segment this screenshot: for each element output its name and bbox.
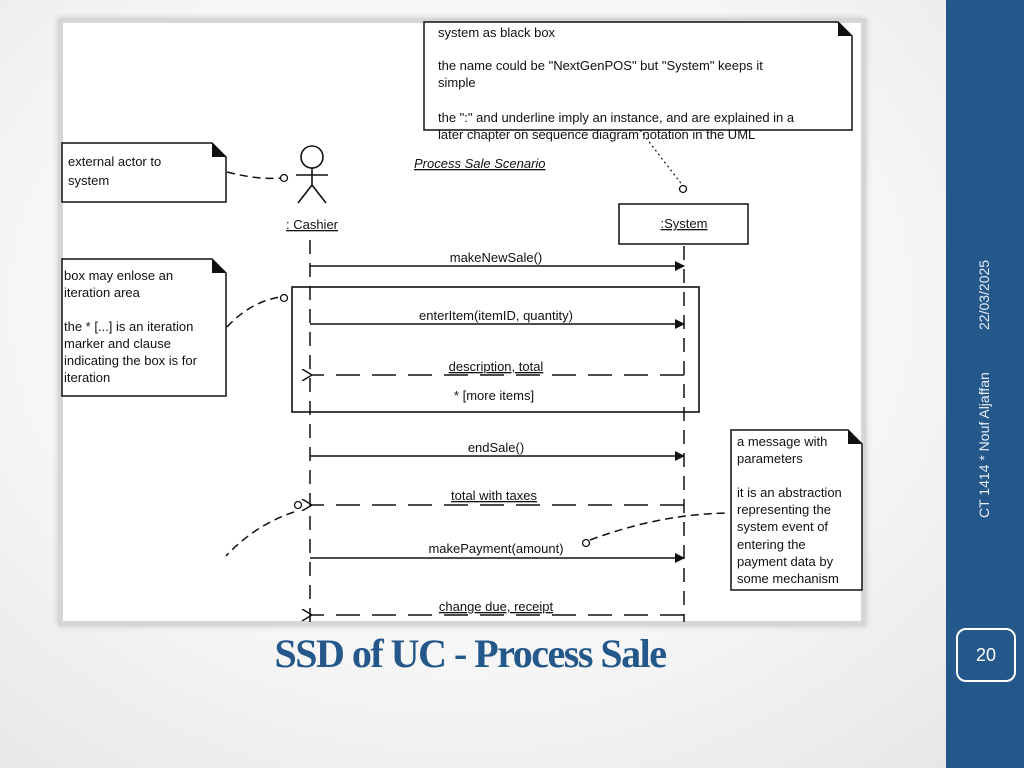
note-anchor-payment (581, 538, 591, 548)
note-message-params-line-8: payment data by (737, 554, 834, 569)
page-number-box (956, 628, 1016, 682)
note-iteration-line-1: box may enlose an (64, 268, 173, 283)
note-anchor-actor (279, 173, 289, 183)
message-description-total: description, total (449, 359, 544, 374)
system-label: :System (661, 216, 708, 231)
system-lifeline-box (618, 203, 749, 245)
iteration-marker: * [more items] (454, 388, 534, 403)
note-external-actor-line-1: external actor to (68, 154, 161, 169)
note-link-payment (589, 512, 729, 541)
note-black-box-line-7: later chapter on sequence diagram notati… (438, 127, 755, 142)
actor-label: : Cashier (286, 217, 339, 232)
note-message-params-line-9: some mechanism (737, 571, 839, 586)
note-external-actor-line-2: system (68, 173, 109, 188)
note-message-params-line-5: representing the (737, 502, 831, 517)
cashier-actor-icon (296, 145, 328, 204)
note-link-black-box (639, 129, 684, 187)
note-black-box-line-1: system as black box (438, 25, 556, 40)
iteration-box (291, 286, 700, 413)
note-message-params-line-7: entering the (737, 537, 806, 552)
note-link-actor (226, 171, 282, 180)
message-make-new-sale: makeNewSale() (450, 250, 542, 265)
note-link-total (225, 511, 295, 557)
note-black-box-line-3: the name could be "NextGenPOS" but "Syst… (438, 58, 763, 73)
note-black-box-line-4: simple (438, 75, 476, 90)
note-external-actor: external actor to system (61, 142, 227, 203)
note-iteration-line-5: marker and clause (64, 336, 171, 351)
message-make-payment: makePayment(amount) (428, 541, 563, 556)
note-anchor-total (293, 500, 303, 510)
slide-title: SSD of UC - Process Sale (274, 631, 667, 676)
note-message-params-line-2: parameters (737, 451, 803, 466)
message-enter-item: enterItem(itemID, quantity) (419, 308, 573, 323)
note-message-params-line-6: system event of (737, 519, 828, 534)
slide-footer: CT 1414 * Nouf Aljaffan (976, 372, 992, 518)
note-iteration-line-7: iteration (64, 370, 110, 385)
note-iteration-line-6: indicating the box is for (64, 353, 198, 368)
message-change-due: change due, receipt (439, 599, 554, 614)
scenario-title: Process Sale Scenario (414, 156, 546, 171)
note-anchor-iteration (279, 293, 289, 303)
note-message-params: a message with parameters it is an abstr… (730, 429, 863, 591)
slide-date: 22/03/2025 (976, 259, 992, 330)
note-message-params-line-1: a message with (737, 434, 827, 449)
note-anchor-system (678, 184, 688, 194)
sequence-diagram: system as black box the name could be "N… (61, 21, 863, 622)
note-link-iteration (226, 296, 281, 328)
note-message-params-line-4: it is an abstraction (737, 485, 842, 500)
page-number: 20 (975, 644, 997, 665)
message-total-with-taxes: total with taxes (451, 488, 537, 503)
note-iteration: box may enlose an iteration area the * [… (61, 258, 227, 397)
note-black-box-line-6: the ":" and underline imply an instance,… (438, 110, 795, 125)
note-iteration-line-2: iteration area (64, 285, 141, 300)
note-iteration-line-4: the * [...] is an iteration (64, 319, 193, 334)
sidebar-band (946, 0, 1024, 768)
note-black-box: system as black box the name could be "N… (423, 21, 853, 142)
message-end-sale: endSale() (468, 440, 524, 455)
